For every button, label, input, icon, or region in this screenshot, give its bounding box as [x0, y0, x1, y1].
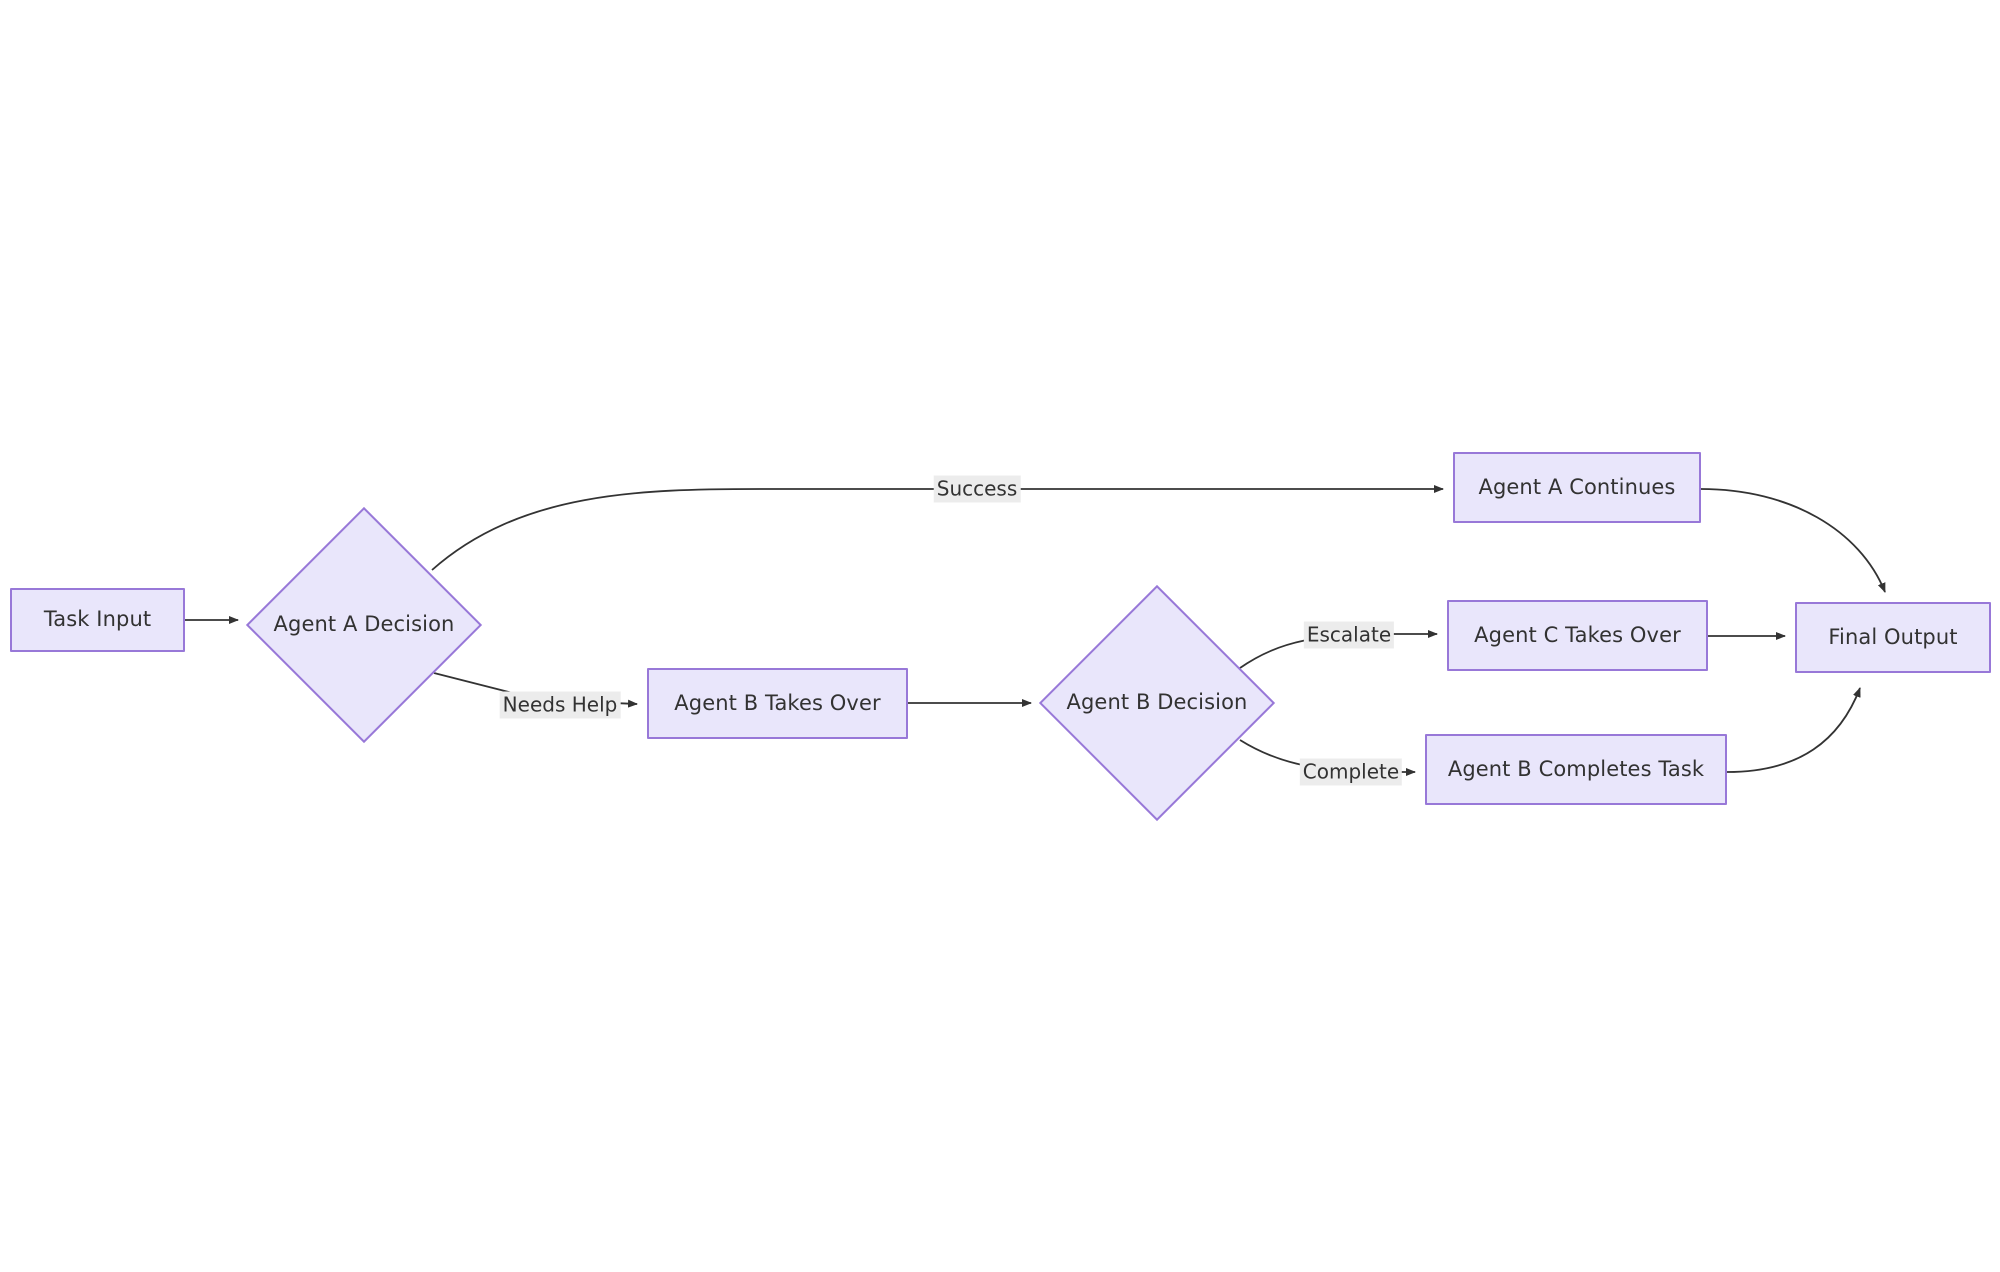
node-agent-b-takes-over-label: Agent B Takes Over — [674, 690, 881, 715]
edge-agent-b-completes-task-to-final-output — [1726, 687, 1861, 773]
diamond-shape-agent-b — [1038, 584, 1276, 822]
node-agent-b-takes-over[interactable]: Agent B Takes Over — [647, 668, 908, 739]
node-agent-b-decision[interactable]: Agent B Decision — [1038, 584, 1276, 822]
edge-label-success: Success — [933, 475, 1021, 503]
edge-agent-a-decision-to-agent-a-continues — [431, 485, 1444, 571]
node-task-input-label: Task Input — [43, 607, 152, 632]
edge-agent-a-continues-to-final-output — [1700, 488, 1886, 593]
node-final-output-label: Final Output — [1828, 624, 1958, 649]
edge-label-needs-help: Needs Help — [499, 691, 621, 719]
edge-label-complete: Complete — [1299, 758, 1403, 786]
node-agent-a-decision[interactable]: Agent A Decision — [245, 506, 483, 744]
node-final-output[interactable]: Final Output — [1795, 602, 1991, 673]
edge-label-escalate: Escalate — [1303, 621, 1395, 649]
node-agent-a-continues[interactable]: Agent A Continues — [1453, 452, 1701, 523]
node-agent-c-takes-over-label: Agent C Takes Over — [1474, 622, 1681, 647]
diamond-shape-agent-a — [245, 506, 483, 744]
node-agent-b-completes-task[interactable]: Agent B Completes Task — [1425, 734, 1727, 805]
node-agent-b-completes-task-label: Agent B Completes Task — [1447, 756, 1705, 781]
node-agent-a-continues-label: Agent A Continues — [1478, 474, 1676, 499]
node-agent-c-takes-over[interactable]: Agent C Takes Over — [1447, 600, 1708, 671]
node-task-input[interactable]: Task Input — [10, 588, 185, 652]
